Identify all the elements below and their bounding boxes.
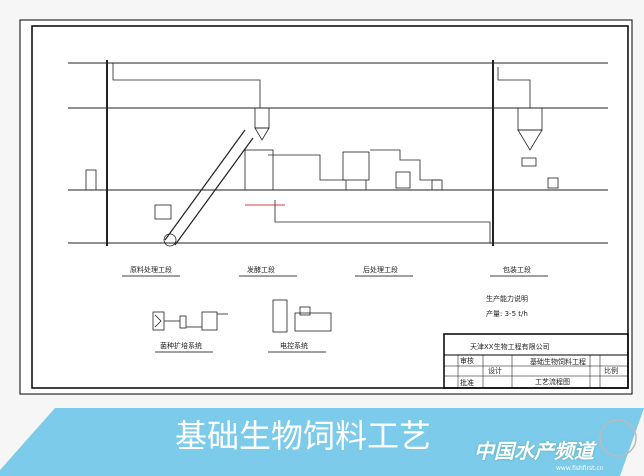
company-name: 天津XX生物工程有限公司 xyxy=(470,342,550,351)
title-block xyxy=(443,333,629,389)
banner-title: 基础生物饲料工艺 xyxy=(175,417,432,455)
globe-logo-icon xyxy=(599,419,637,457)
label-underlines xyxy=(122,275,548,353)
stage-label: 包装工段 xyxy=(503,265,531,274)
stage-label: 发酵工段 xyxy=(247,265,275,274)
system-label: 菌种扩培系统 xyxy=(160,341,202,350)
stage-label: 后处理工段 xyxy=(363,265,398,274)
title-cell: 审核 xyxy=(460,356,474,365)
banner-background xyxy=(0,408,644,476)
title-cell: 设计 xyxy=(488,366,502,375)
inner-frame xyxy=(31,25,629,389)
site-url: www.fishfirst.cn xyxy=(556,465,604,472)
note: 生产能力说明 xyxy=(486,294,528,303)
system-label: 电控系统 xyxy=(280,341,308,350)
drawing-name: 工艺流程图 xyxy=(535,377,570,386)
outer-frame xyxy=(19,19,633,395)
stage-label: 原料处理工段 xyxy=(130,265,172,274)
title-cell: 比例 xyxy=(604,366,618,375)
note: 产量: 3-5 t/h xyxy=(486,309,528,318)
site-logo: 中国水产频道 xyxy=(474,439,594,463)
equipment xyxy=(85,63,559,333)
project-name: 基础生物饲料工程 xyxy=(530,357,586,366)
title-cell: 批准 xyxy=(460,378,474,387)
